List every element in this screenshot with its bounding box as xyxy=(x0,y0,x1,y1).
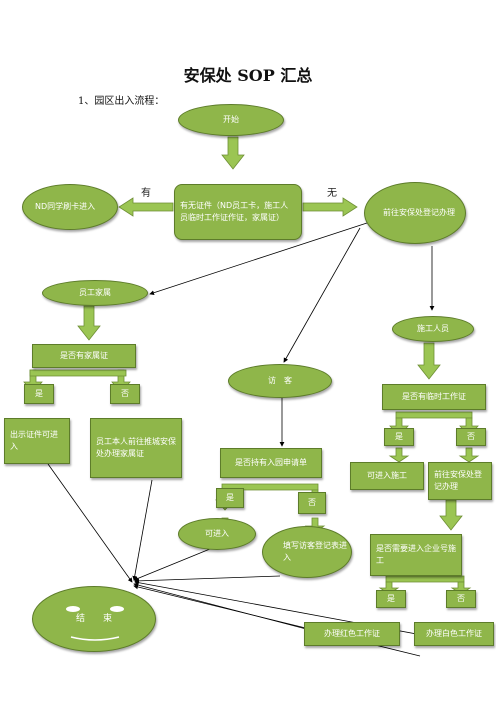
fill-visitor-node: 填写访客登记表进入 xyxy=(262,526,352,578)
red-card-node: 办理红色工作证 xyxy=(304,622,400,646)
no-b-node: 否 xyxy=(298,492,326,514)
nd-card-node: ND同学刷卡进入 xyxy=(22,184,118,230)
show-id-node: 出示证件可进入 xyxy=(4,418,70,464)
visitor-node: 访 客 xyxy=(228,364,332,398)
edge-label-none: 无 xyxy=(327,188,337,199)
block-arrow-left xyxy=(118,197,174,217)
block-arrow-right xyxy=(302,197,358,217)
check-id-node: 有无证件（ND员工卡，施工人员临时工作证作证，家属证） xyxy=(174,184,302,240)
yes-a-node: 是 xyxy=(24,384,54,404)
end-node: 结 束 xyxy=(32,586,156,652)
employee-go-node: 员工本人前往推城安保处办理家属证 xyxy=(90,418,182,478)
yes-b-node: 是 xyxy=(216,488,244,508)
block-arrow-down xyxy=(77,305,101,341)
section-subtitle: 1、园区出入流程： xyxy=(78,96,165,107)
block-arrow-down xyxy=(417,342,441,380)
has-temp-card-node: 是否有临时工作证 xyxy=(382,384,486,410)
no-d-node: 否 xyxy=(446,590,476,608)
page-title: 安保处 SOP 汇总 xyxy=(183,66,313,85)
has-appointment-node: 是否持有入园申请单 xyxy=(220,448,322,478)
security-register2-node: 前往安保处登记办理 xyxy=(428,462,492,500)
yes-c-node: 是 xyxy=(384,428,414,446)
need-enterprise-node: 是否需要进入企业号施工 xyxy=(370,534,462,576)
edge-label-has: 有 xyxy=(141,188,151,199)
can-enter-node: 可进入 xyxy=(178,518,256,550)
block-arrow-down xyxy=(221,136,245,170)
has-family-card-node: 是否有家属证 xyxy=(32,344,136,368)
construction-node: 施工人员 xyxy=(392,316,474,342)
start-node: 开始 xyxy=(178,104,284,136)
smiley-face-icon xyxy=(66,606,124,641)
block-arrow-down xyxy=(439,499,463,531)
end-label: 结 束 xyxy=(75,614,112,624)
yes-d-node: 是 xyxy=(376,590,406,608)
no-c-node: 否 xyxy=(456,428,486,446)
employee-family-node: 员工家属 xyxy=(42,280,148,306)
enter-work-node: 可进入施工 xyxy=(350,462,424,490)
no-a-node: 否 xyxy=(110,384,140,404)
white-card-node: 办理白色工作证 xyxy=(414,622,494,646)
security-register-node: 前往安保处登记办理 xyxy=(364,182,466,244)
